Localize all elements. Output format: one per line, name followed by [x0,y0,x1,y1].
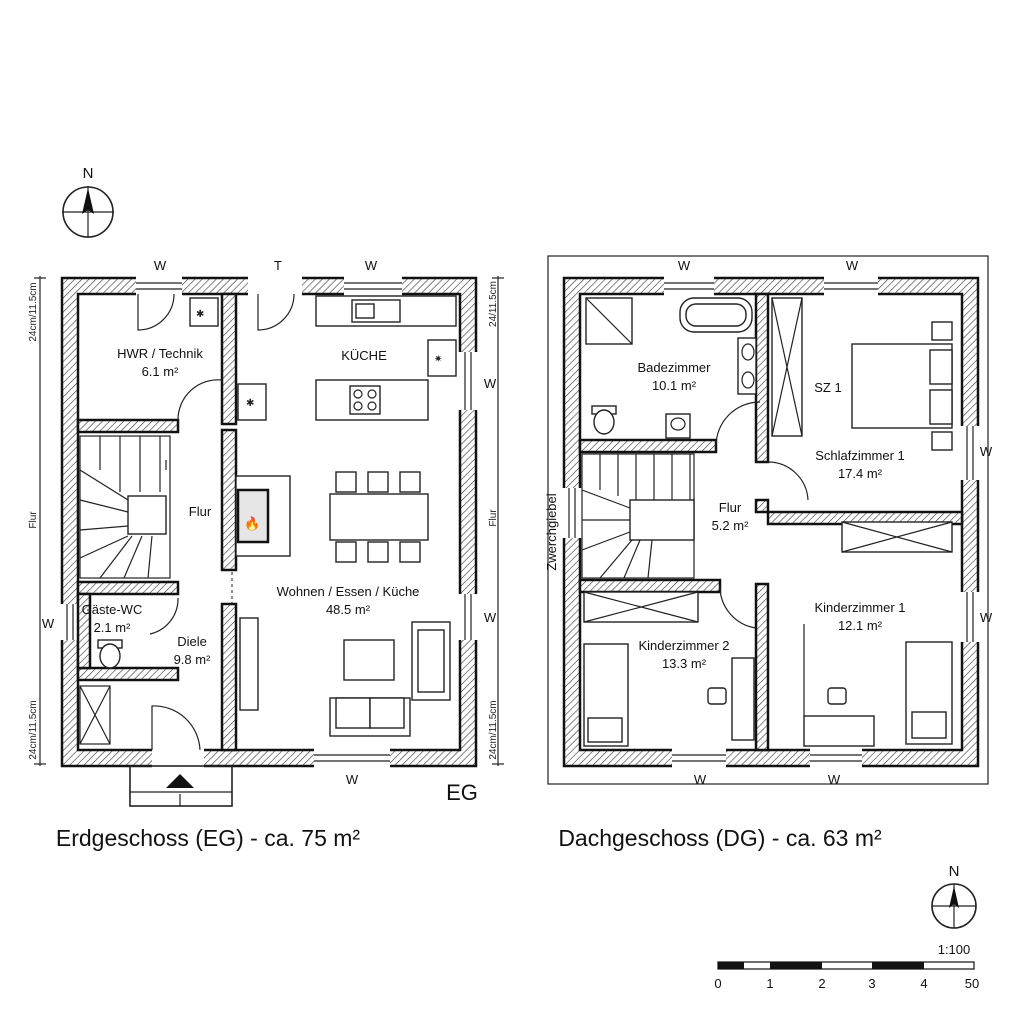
dimension-label: Flur [488,509,499,527]
room-label-kueche: KÜCHE [341,348,387,363]
room-label-sz1: SZ 1 [814,380,841,395]
scale-ratio: 1:100 [938,942,971,957]
svg-text:✱: ✱ [246,398,254,409]
scale-tick: 2 [818,976,825,991]
room-label-kinderzimmer-1: Kinderzimmer 1 [814,600,905,615]
ground-floor-plan: ✱ ✷ ✱ 🔥 [34,276,504,807]
dimension-label: 24cm/11.5cm [488,700,499,759]
dimension-label: 24cm/11.5cm [28,282,39,341]
gable-label: Zwerchgiebel [544,493,559,570]
window-mark: W [484,610,497,625]
dimension-label: 24/11.5cm [488,281,499,327]
scale-tick: 4 [920,976,927,991]
room-label-kinderzimmer-2: Kinderzimmer 2 [638,638,729,653]
window-mark: W [154,258,167,273]
window-mark: W [678,258,691,273]
room-label-flur-dg: Flur [719,500,742,515]
scale-bar: 1:100 0 1 2 3 4 50 [714,942,979,991]
room-area-schlafzimmer-1: 17.4 m² [838,466,883,481]
window-mark: W [42,616,55,631]
window-mark: W [365,258,378,273]
room-area-diele: 9.8 m² [174,652,212,667]
north-arrow-icon: N [62,165,114,238]
dimension-label: 24cm/11.5cm [28,700,39,759]
room-area-wohnen: 48.5 m² [326,602,371,617]
scale-tick: 0 [714,976,721,991]
room-area-hwr: 6.1 m² [142,364,180,379]
window-mark: T [274,258,282,273]
svg-text:✷: ✷ [434,354,442,365]
svg-text:✱: ✱ [196,309,204,320]
window-mark: W [346,772,359,787]
ground-floor-title: Erdgeschoss (EG) - ca. 75 m² [56,825,361,851]
window-mark: W [846,258,859,273]
floor-tag-eg: EG [446,780,478,805]
scale-tick: 1 [766,976,773,991]
north-arrow-icon: N [931,863,977,929]
room-label-badezimmer: Badezimmer [638,360,712,375]
room-label-flur-eg: Flur [189,504,212,519]
room-area-badezimmer: 10.1 m² [652,378,697,393]
window-mark: W [694,772,707,787]
svg-text:🔥: 🔥 [244,516,260,531]
north-label: N [83,165,94,182]
room-label-wohnen: Wohnen / Essen / Küche [277,584,420,599]
north-label: N [949,863,960,880]
room-area-kinderzimmer-1: 12.1 m² [838,618,883,633]
top-floor-plan [547,255,989,785]
room-label-diele: Diele [177,634,207,649]
top-floor-title: Dachgeschoss (DG) - ca. 63 m² [558,825,882,851]
scale-tick: 50 [965,976,979,991]
window-mark: W [980,610,993,625]
room-area-kinderzimmer-2: 13.3 m² [662,656,707,671]
room-label-gaeste-wc: Gäste-WC [82,602,143,617]
window-mark: W [980,444,993,459]
window-mark: W [828,772,841,787]
window-mark: W [484,376,497,391]
dimension-label: Flur [28,511,39,529]
room-area-gaeste-wc: 2.1 m² [94,620,132,635]
room-area-flur-dg: 5.2 m² [712,518,750,533]
room-label-schlafzimmer-1: Schlafzimmer 1 [815,448,905,463]
scale-tick: 3 [868,976,875,991]
room-label-hwr: HWR / Technik [117,346,203,361]
